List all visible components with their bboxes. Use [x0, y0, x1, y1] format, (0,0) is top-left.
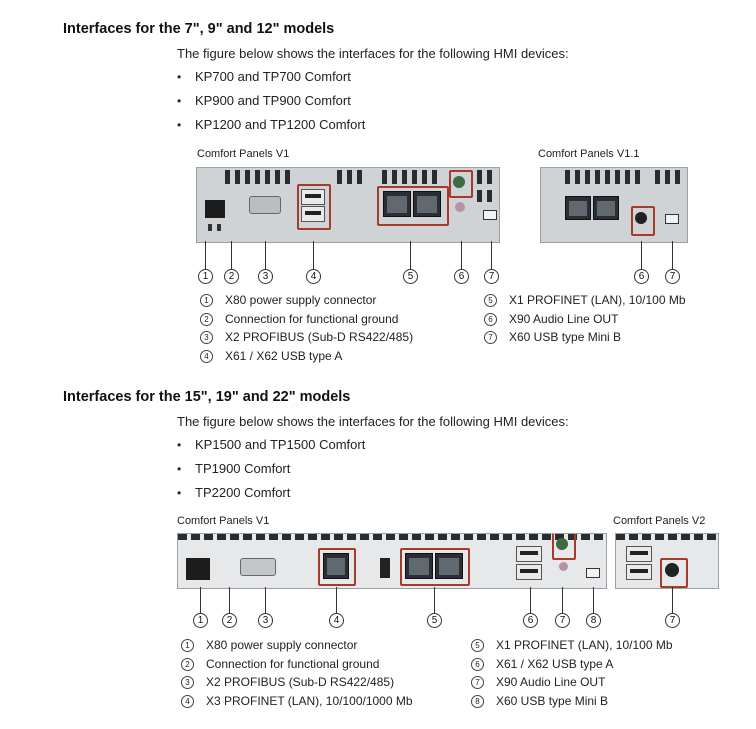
subd-connector: [249, 196, 281, 214]
callout: 7: [665, 613, 680, 628]
callout: 1: [198, 269, 213, 284]
section1-device-list: KP700 and TP700 Comfort KP900 and TP900 …: [177, 65, 365, 137]
callout: 1: [193, 613, 208, 628]
callout: 8: [586, 613, 601, 628]
list-item: TP1900 Comfort: [177, 457, 365, 481]
section1-heading: Interfaces for the 7", 9" and 12" models: [63, 21, 335, 37]
list-item: KP1200 and TP1200 Comfort: [177, 113, 365, 137]
audio-jack: [635, 212, 647, 224]
callout: 7: [665, 269, 680, 284]
rj45-port: [383, 191, 411, 217]
usb-a-port: [516, 546, 542, 562]
callout: 4: [306, 269, 321, 284]
list-item: KP900 and TP900 Comfort: [177, 89, 365, 113]
fig1-v11-panel-image: [540, 167, 688, 243]
mini-usb-port: [665, 214, 679, 224]
usb-a-port: [626, 546, 652, 562]
power-connector: [186, 558, 210, 580]
section2-intro: The figure below shows the interfaces fo…: [177, 414, 569, 429]
fig1-v1-panel-image: [196, 167, 500, 243]
usb-a-port: [626, 564, 652, 580]
usb-a-port: [301, 189, 325, 205]
section1-intro: The figure below shows the interfaces fo…: [177, 46, 569, 61]
list-item: TP2200 Comfort: [177, 481, 365, 505]
callout: 2: [224, 269, 239, 284]
power-connector: [205, 200, 225, 218]
usb-a-port: [516, 564, 542, 580]
fig2-v2-panel-image: [615, 533, 719, 589]
fig2-v1-panel-image: [177, 533, 607, 589]
mini-usb-port: [483, 210, 497, 220]
rj45-port: [435, 553, 463, 579]
subd-connector: [240, 558, 276, 576]
fig1-v1-title: Comfort Panels V1: [197, 148, 290, 160]
audio-jack: [453, 176, 465, 188]
rj45-port: [323, 553, 349, 579]
rj45-port: [405, 553, 433, 579]
callout: 6: [523, 613, 538, 628]
audio-jack: [665, 563, 679, 577]
list-item: KP700 and TP700 Comfort: [177, 65, 365, 89]
callout: 5: [403, 269, 418, 284]
callout: 7: [484, 269, 499, 284]
callout: 2: [222, 613, 237, 628]
callout: 6: [454, 269, 469, 284]
list-item: KP1500 and TP1500 Comfort: [177, 433, 365, 457]
callout: 7: [555, 613, 570, 628]
fig1-v11-title: Comfort Panels V1.1: [538, 148, 640, 160]
rj45-port: [413, 191, 441, 217]
usb-a-port: [301, 206, 325, 222]
callout: 6: [634, 269, 649, 284]
rj45-port: [593, 196, 619, 220]
callout: 5: [427, 613, 442, 628]
callout: 3: [258, 269, 273, 284]
callout: 4: [329, 613, 344, 628]
rj45-port: [565, 196, 591, 220]
audio-jack: [556, 538, 568, 550]
fig2-v1-title: Comfort Panels V1: [177, 515, 270, 527]
section2-heading: Interfaces for the 15", 19" and 22" mode…: [63, 389, 351, 405]
section2-device-list: KP1500 and TP1500 Comfort TP1900 Comfort…: [177, 433, 365, 505]
callout: 3: [258, 613, 273, 628]
fig2-v2-title: Comfort Panels V2: [613, 515, 706, 527]
mini-usb-port: [586, 568, 600, 578]
